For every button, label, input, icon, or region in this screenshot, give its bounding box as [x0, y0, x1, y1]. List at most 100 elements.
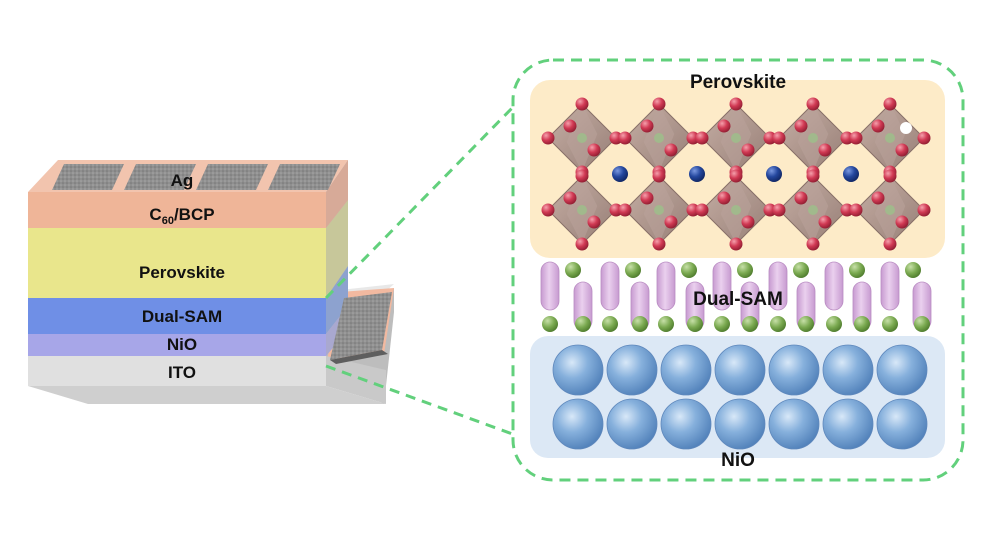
halide-atom	[640, 119, 654, 133]
sam-anchor-group	[602, 316, 618, 332]
sam-anchor-group	[687, 316, 703, 332]
zoom-label-nio: NiO	[721, 450, 755, 471]
sam-anchor-group	[681, 262, 697, 278]
halide-atom	[664, 215, 678, 229]
halide-atom	[794, 191, 808, 205]
zoom-lines	[324, 100, 520, 438]
halide-atom	[575, 169, 589, 183]
layer-label-ag: Ag	[171, 171, 194, 190]
b-site-atom	[577, 205, 587, 215]
nio-sphere	[876, 398, 928, 450]
halide-atom	[741, 215, 755, 229]
sam-molecule-body	[540, 261, 560, 311]
nio-sphere	[606, 398, 658, 450]
halide-atom	[729, 237, 743, 251]
sam-molecule-body	[656, 261, 676, 311]
layer-label-nio: NiO	[167, 335, 197, 354]
halide-atom	[840, 131, 854, 145]
halide-atom	[917, 131, 931, 145]
halide-atom	[686, 203, 700, 217]
b-site-atom	[654, 205, 664, 215]
ag-electrode-4	[268, 164, 340, 190]
sam-anchor-group	[625, 262, 641, 278]
halide-atom	[652, 97, 666, 111]
sam-molecule-body	[600, 261, 620, 311]
halide-atom	[664, 143, 678, 157]
halide-atom	[895, 215, 909, 229]
sam-anchor-group	[632, 316, 648, 332]
sam-anchor-group	[798, 316, 814, 332]
nio-sphere	[768, 398, 820, 450]
halide-atom	[717, 119, 731, 133]
nio-layer	[28, 334, 326, 356]
halide-atom	[818, 215, 832, 229]
ag-electrode-2	[124, 164, 196, 190]
highlight-dot	[900, 122, 912, 134]
ag-side-contact	[330, 292, 392, 360]
sam-anchor-group	[793, 262, 809, 278]
halide-atom	[849, 203, 863, 217]
halide-atom	[840, 203, 854, 217]
perovskite-layer	[28, 228, 326, 298]
ito-layer	[28, 356, 326, 386]
a-site-cation	[612, 166, 628, 182]
halide-atom	[563, 191, 577, 205]
halide-atom	[806, 97, 820, 111]
sam-molecule-body	[712, 261, 732, 311]
halide-atom	[741, 143, 755, 157]
nio-sphere	[876, 344, 928, 396]
ito-bottom-side	[326, 356, 386, 404]
halide-atom	[729, 97, 743, 111]
halide-atom	[883, 97, 897, 111]
halide-atom	[563, 119, 577, 133]
halide-atom	[895, 143, 909, 157]
b-site-atom	[885, 205, 895, 215]
b-site-atom	[808, 133, 818, 143]
layer-label-c60-bcp: C60/BCP	[149, 205, 214, 227]
nio-sphere	[660, 398, 712, 450]
sam-anchor-group	[770, 316, 786, 332]
halide-atom	[541, 131, 555, 145]
halide-atom	[883, 237, 897, 251]
nio-sphere	[552, 344, 604, 396]
b-site-atom	[654, 133, 664, 143]
b-site-atom	[885, 133, 895, 143]
sam-molecule-body	[824, 261, 844, 311]
perovskite-lattice	[541, 97, 931, 251]
sam-anchor-group	[575, 316, 591, 332]
nio-sphere	[714, 398, 766, 450]
halide-atom	[587, 143, 601, 157]
halide-atom	[883, 169, 897, 183]
halide-atom	[652, 169, 666, 183]
halide-atom	[695, 203, 709, 217]
halide-atom	[772, 131, 786, 145]
a-site-cation	[689, 166, 705, 182]
b-site-atom	[731, 205, 741, 215]
layer-label-ito: ITO	[168, 363, 196, 382]
sam-anchor-group	[658, 316, 674, 332]
nio-sphere	[822, 398, 874, 450]
halide-atom	[618, 131, 632, 145]
halide-atom	[917, 203, 931, 217]
layer-label-perovskite: Perovskite	[139, 263, 225, 282]
halide-atom	[794, 119, 808, 133]
layer-label-dual-sam: Dual-SAM	[142, 307, 222, 326]
sam-anchor-group	[542, 316, 558, 332]
sam-anchor-group	[854, 316, 870, 332]
a-site-cation	[766, 166, 782, 182]
sam-molecule-body	[880, 261, 900, 311]
halide-atom	[806, 237, 820, 251]
halide-atom	[609, 131, 623, 145]
halide-atom	[729, 169, 743, 183]
halide-atom	[640, 191, 654, 205]
halide-atom	[763, 203, 777, 217]
sam-anchor-group	[914, 316, 930, 332]
halide-atom	[806, 169, 820, 183]
halide-atom	[871, 191, 885, 205]
halide-atom	[618, 203, 632, 217]
zoom-label-perovskite: Perovskite	[690, 72, 786, 93]
nio-sphere	[606, 344, 658, 396]
sam-anchor-group	[849, 262, 865, 278]
halide-atom	[717, 191, 731, 205]
b-site-atom	[731, 133, 741, 143]
